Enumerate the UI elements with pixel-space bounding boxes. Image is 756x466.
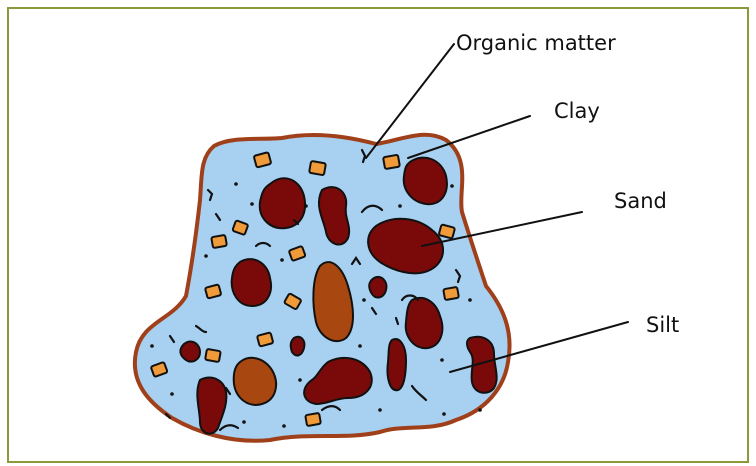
- clay-particle: [211, 235, 227, 248]
- silt-dot: [358, 344, 362, 348]
- clay-particle: [205, 284, 221, 298]
- clay-particle: [257, 332, 273, 346]
- silt-dot: [468, 298, 472, 302]
- clay-particle: [205, 349, 221, 362]
- sand-grain: [387, 339, 406, 390]
- silt-dot: [150, 344, 154, 348]
- organic-matter-label: Organic matter: [456, 31, 616, 55]
- silt-dot: [204, 254, 208, 258]
- sand-grain: [404, 158, 447, 205]
- clay-particle: [439, 224, 455, 238]
- clay-particle: [254, 152, 272, 167]
- silt-dot: [170, 392, 174, 396]
- silt-dot: [440, 358, 444, 362]
- silt-dot: [280, 258, 284, 262]
- silt-label: Silt: [646, 313, 679, 337]
- sand-grain: [369, 277, 386, 298]
- silt-dot: [298, 378, 302, 382]
- silt-dot: [378, 408, 382, 412]
- sand-grain: [232, 259, 271, 306]
- silt-dot: [250, 202, 254, 206]
- clay-particle: [309, 161, 326, 175]
- clay-label: Clay: [554, 99, 600, 123]
- silt-dot: [304, 204, 308, 208]
- sand-label: Sand: [614, 189, 667, 213]
- silt-dot: [362, 298, 366, 302]
- sand-grain: [180, 342, 200, 362]
- sand-grain: [260, 178, 305, 228]
- silt-dot: [450, 184, 454, 188]
- silt-dot: [398, 204, 402, 208]
- silt-dot: [242, 420, 246, 424]
- silt-dot: [234, 182, 238, 186]
- silt-dot: [282, 424, 286, 428]
- silt-dot: [478, 408, 482, 412]
- clay-particle: [305, 413, 321, 426]
- clay-particle: [443, 287, 459, 300]
- silt-dot: [442, 412, 446, 416]
- sand-grain: [291, 337, 305, 356]
- clay-particle: [383, 155, 400, 169]
